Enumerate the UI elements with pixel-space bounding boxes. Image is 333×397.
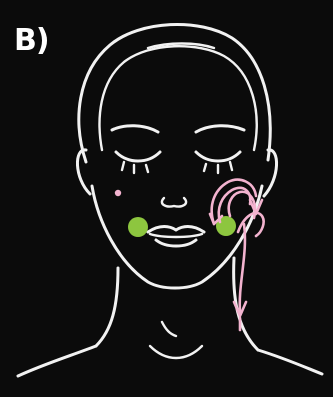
right-ear xyxy=(264,150,277,196)
nose xyxy=(162,198,186,207)
hair-outline xyxy=(79,24,270,162)
right-eyebrow xyxy=(196,126,244,132)
neck-left xyxy=(96,268,118,346)
left-pressure-point xyxy=(128,217,148,237)
collarbone-notch xyxy=(150,346,202,358)
left-eyebrow xyxy=(112,126,158,132)
shoulder-left xyxy=(18,346,96,376)
left-cheek-point xyxy=(115,190,121,196)
lips xyxy=(148,227,204,247)
left-eye xyxy=(116,152,160,173)
shoulder-right xyxy=(258,350,322,374)
massage-stroke-arrow xyxy=(210,180,264,330)
throat-line xyxy=(162,322,176,336)
right-eye xyxy=(196,152,240,173)
